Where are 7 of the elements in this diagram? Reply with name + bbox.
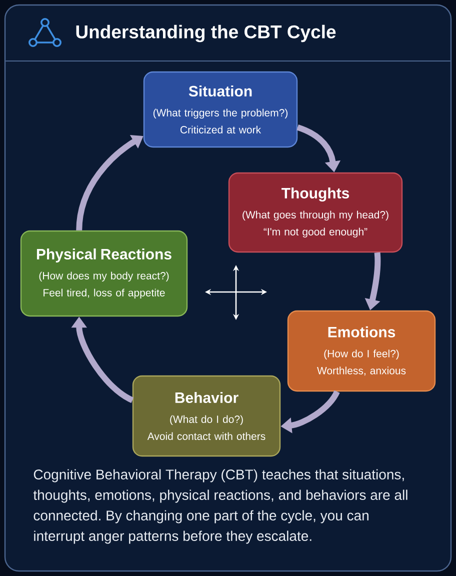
step-box: Physical Reactions (How does my body react?) Feel tired, loss of appetite [20,230,188,317]
step-box: Behavior (What do I do?) Avoid contact with others [132,375,281,457]
caption: Cognitive Behavioral Therapy (CBT) teaches that situations, thoughts, emotions, physical reactions, and behaviors are all connected. By changing one part of the cycle, you can interrupt anger patterns before they escalate. [33,469,408,544]
step-box: Thoughts (What goes through my head?) “I'm not good enough” [228,172,403,253]
step-box: Situation (What triggers the problem?) Criticized at work [143,71,298,148]
title: Understanding the CBT Cycle [76,24,336,42]
step-box: Emotions (How do I feel?) Worthless, anxious [287,310,436,392]
